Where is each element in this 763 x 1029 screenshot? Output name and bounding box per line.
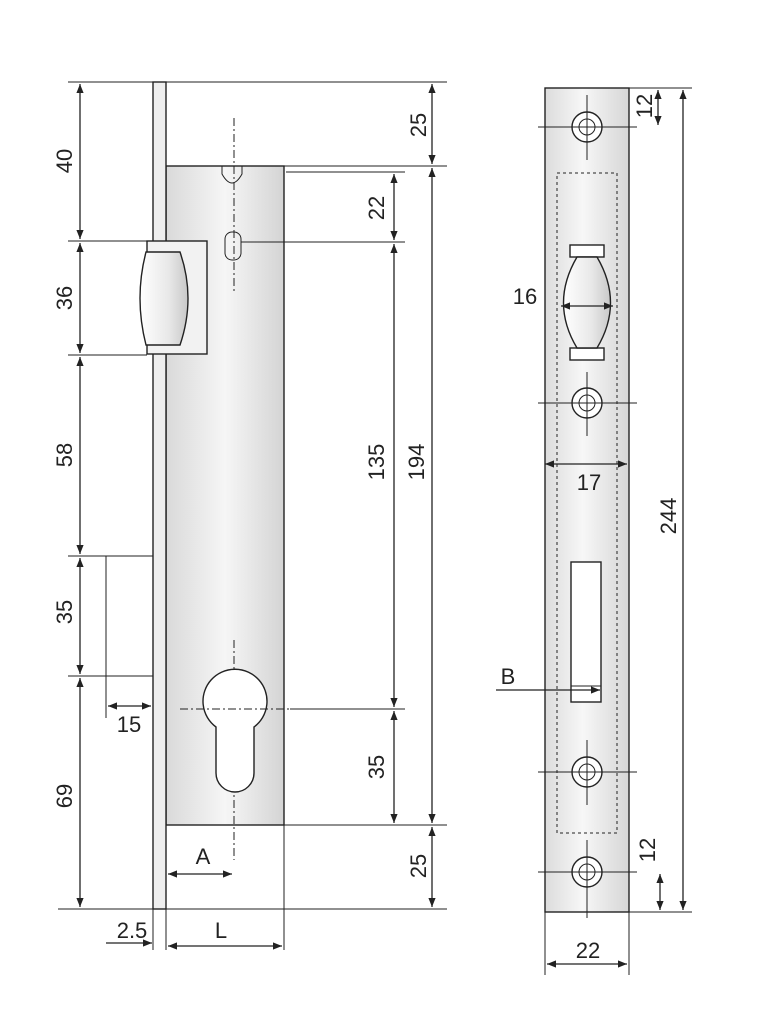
top-notch [221,166,243,184]
dim-35-right: 35 [364,755,389,779]
dim-15: 15 [117,712,141,737]
dim-244: 244 [656,498,681,535]
spindle-slot [224,231,242,261]
cylinder-hole [202,668,268,793]
faceplate-side [152,81,167,910]
bolt-slot [570,561,602,703]
dim-25-bottom: 25 [406,854,431,878]
dim-a: A [196,844,211,869]
dim-22-front: 22 [576,938,600,963]
dim-16: 16 [513,284,537,309]
dim-12-top: 12 [632,94,657,118]
dim-36: 36 [52,286,77,310]
front-view: 12 16 17 244 B 12 22 [496,87,692,975]
side-view: 40 36 58 35 69 25 22 135 194 35 25 2.5 L… [52,81,447,950]
dim-12-bottom: 12 [635,838,660,862]
dim-2-5: 2.5 [117,918,148,943]
dim-17: 17 [577,470,601,495]
dim-25-top: 25 [406,113,431,137]
dim-194: 194 [404,444,429,481]
dim-35-left: 35 [52,600,77,624]
dim-69: 69 [52,784,77,808]
dim-40: 40 [52,149,77,173]
dim-b: B [501,664,516,689]
dim-22-side: 22 [364,196,389,220]
dim-135: 135 [364,444,389,481]
latch-bolt [139,251,189,346]
dim-l: L [215,918,227,943]
dim-58: 58 [52,443,77,467]
